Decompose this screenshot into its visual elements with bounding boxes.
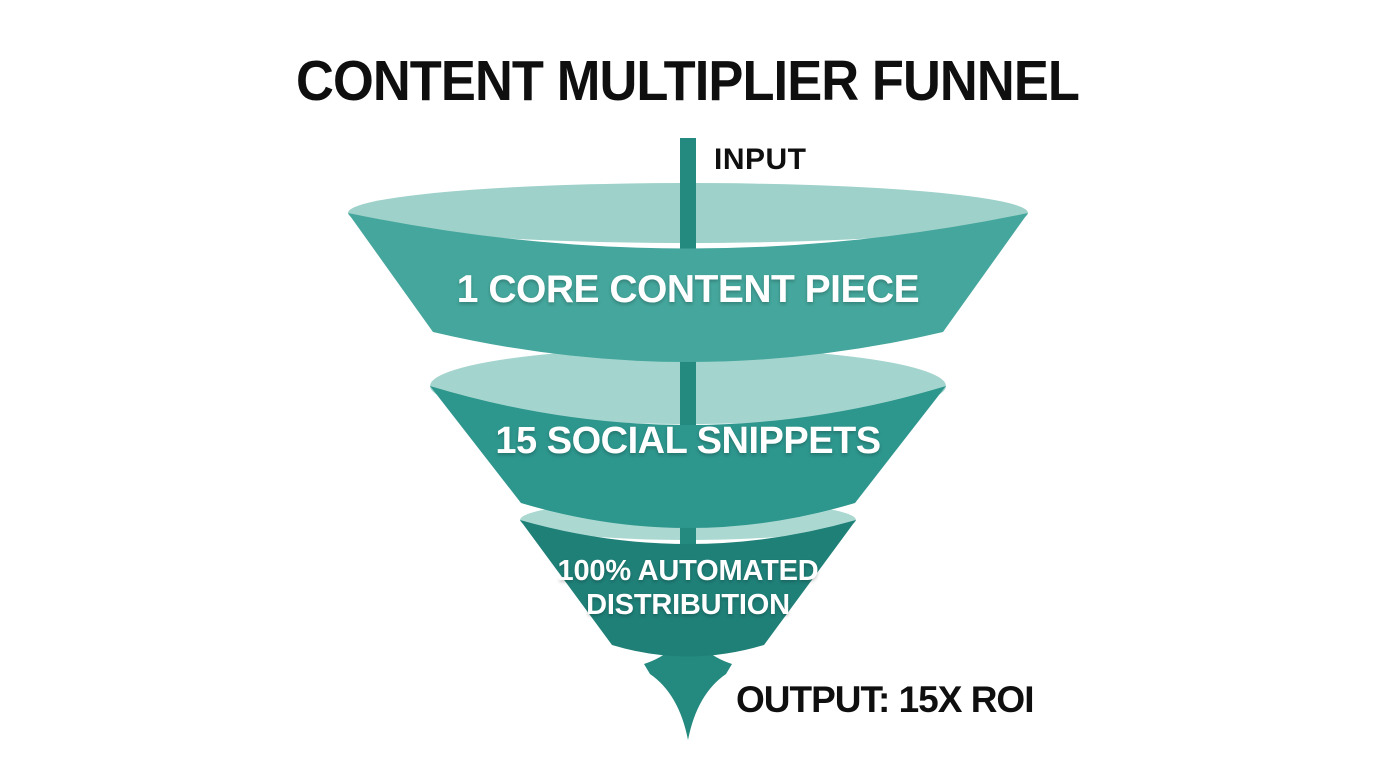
tier3-body [520, 520, 856, 657]
tier2-label: 15 SOCIAL SNIPPETS [495, 420, 881, 462]
arrow-head [644, 600, 732, 740]
input-label: INPUT [714, 143, 807, 176]
tier3-label: 100% AUTOMATED DISTRIBUTION [557, 555, 819, 621]
page-title-text: CONTENT MULTIPLIER FUNNEL [296, 49, 1081, 113]
tier1-label: 1 CORE CONTENT PIECE [456, 268, 920, 311]
page-title: CONTENT MULTIPLIER FUNNEL [0, 48, 1376, 114]
tier2-body [430, 386, 946, 528]
tier1-body [348, 213, 1028, 362]
output-label: OUTPUT: 15X ROI [736, 679, 1034, 720]
